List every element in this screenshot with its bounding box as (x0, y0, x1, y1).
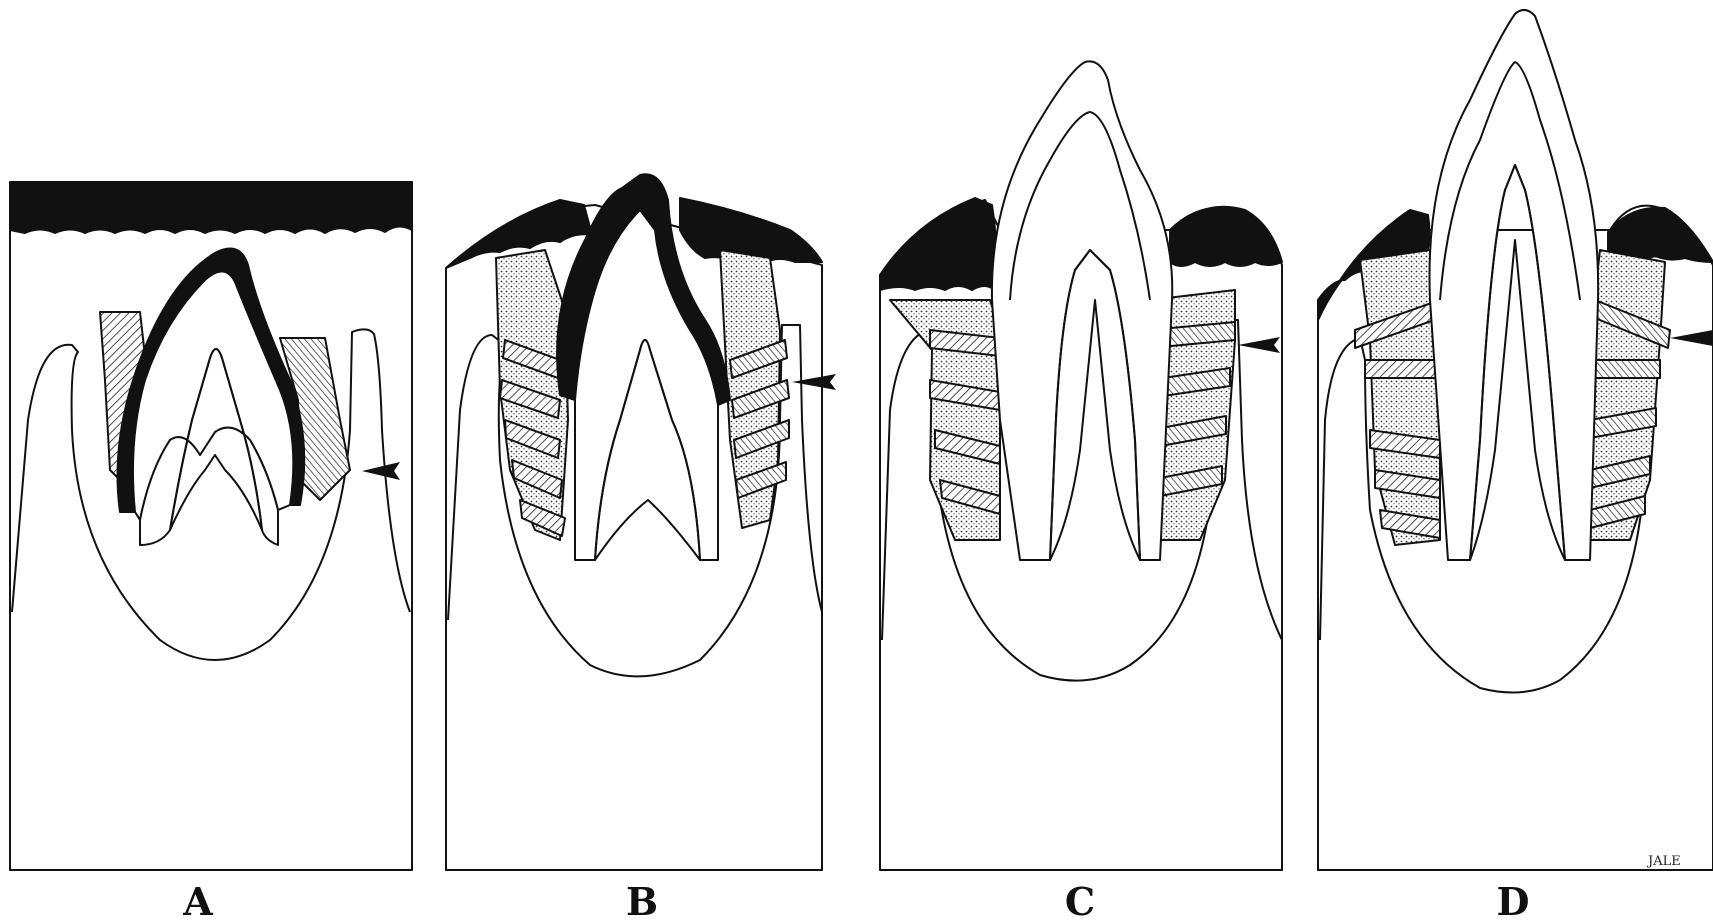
panel-d (1318, 10, 1713, 870)
panel-label-a: A (182, 879, 213, 921)
panel-a-epithelium (10, 182, 412, 233)
panel-label-d: D (1497, 879, 1530, 921)
panel-b-epithelium-right (680, 198, 822, 262)
panel-b (446, 174, 836, 870)
panel-a (10, 182, 412, 870)
panel-label-c: C (1065, 879, 1095, 921)
panel-c-epithelium-right (1170, 207, 1282, 266)
artist-signature: JALE (1646, 854, 1681, 869)
panel-label-b: B (626, 879, 658, 921)
panel-c (880, 61, 1282, 870)
panel-c-epithelium-left (880, 198, 997, 290)
